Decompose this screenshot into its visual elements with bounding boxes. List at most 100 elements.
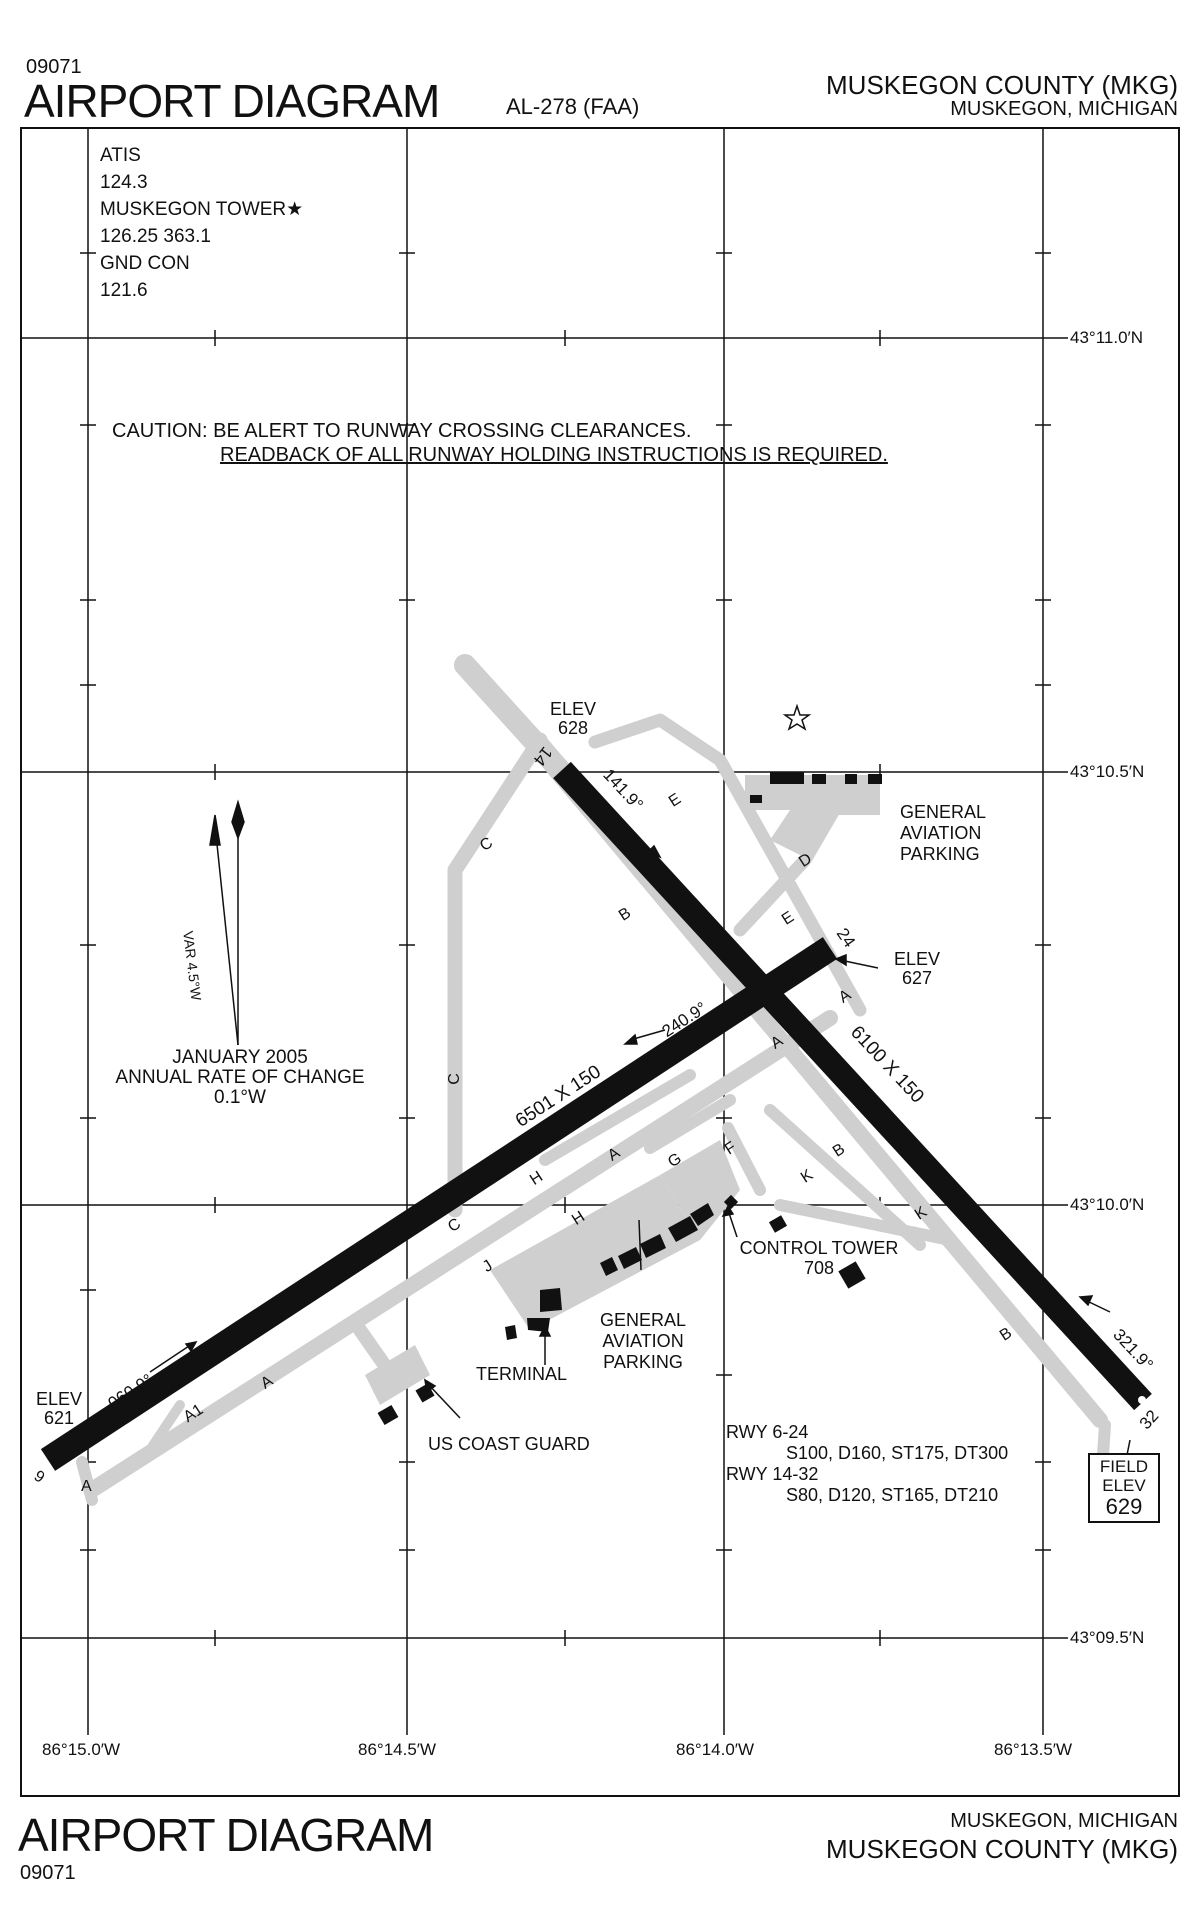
building-k <box>768 1215 788 1233</box>
taxiway-h <box>539 1069 696 1166</box>
building-ga-1 <box>770 772 804 784</box>
ga-parking-ne-line2: AVIATION <box>900 823 982 843</box>
taxiway-label-c-mid: C <box>445 1073 463 1085</box>
taxiway-f <box>722 1122 766 1196</box>
building-ga-3 <box>845 774 857 784</box>
magnetic-info: JANUARY 2005 ANNUAL RATE OF CHANGE 0.1°W <box>100 1048 380 1108</box>
strength-rwy1-label: RWY 6-24 <box>726 1422 809 1442</box>
terminal-label: TERMINAL <box>476 1364 568 1384</box>
ga-parking-ne-label: GENERAL AVIATION PARKING <box>900 802 986 865</box>
coast-guard-label: US COAST GUARD <box>428 1434 590 1454</box>
magnetic-north-arrow-icon <box>209 814 221 846</box>
magnetic-rate-label: ANNUAL RATE OF CHANGE <box>115 1067 365 1088</box>
rwy-6-elev-value: 621 <box>43 1408 75 1428</box>
apron-tower <box>660 1140 740 1240</box>
taxiway-k <box>764 1104 926 1251</box>
ga-parking-ne-line3: PARKING <box>900 844 980 864</box>
magnetic-arrows <box>209 799 245 1046</box>
lat-label-10-5: 43°10.5′N <box>1068 762 1147 782</box>
rwy-6-elevation: ELEV 621 <box>36 1390 82 1428</box>
hangar-3 <box>640 1234 666 1258</box>
field-elev-value: 629 <box>1105 1494 1143 1519</box>
taxiway-k-east <box>774 1199 956 1246</box>
lon-label-15-0: 86°15.0′W <box>42 1740 121 1759</box>
lat-label-11-0: 43°11.0′N <box>1068 328 1145 348</box>
lon-label-14-0: 86°14.0′W <box>676 1740 755 1759</box>
coast-guard-building-1 <box>377 1404 399 1426</box>
atis-label: ATIS <box>100 145 141 166</box>
magnetic-rate: 0.1°W <box>214 1087 266 1108</box>
atis-frequency: 124.3 <box>100 172 148 193</box>
hangar-5 <box>690 1203 714 1226</box>
magnetic-north-line <box>214 824 239 1046</box>
city-state: MUSKEGON, MICHIGAN <box>950 98 1178 120</box>
control-tower-elevation: 708 <box>803 1258 835 1278</box>
strength-rwy2-values: S80, D120, ST165, DT210 <box>786 1485 999 1505</box>
pointer-arrows <box>149 816 1131 1466</box>
beacon-star-icon <box>782 703 812 731</box>
lat-label-09-5: 43°09.5′N <box>1068 1628 1147 1648</box>
field-elev-line1: FIELD <box>1099 1457 1149 1476</box>
rwy-24-elevation: ELEV 627 <box>894 950 940 988</box>
footer-city-state: MUSKEGON, MICHIGAN <box>950 1810 1178 1832</box>
hangar-1 <box>600 1257 618 1276</box>
magnetic-date: JANUARY 2005 <box>172 1047 308 1068</box>
hangar-2 <box>618 1247 642 1269</box>
runway-14-extension <box>454 654 571 781</box>
frequency-panel: ATIS 124.3 MUSKEGON TOWER★ 126.25 363.1 … <box>100 142 303 304</box>
lon-label-13-5: 86°13.5′W <box>994 1740 1073 1759</box>
control-tower-label: CONTROL TOWER 708 <box>724 1238 914 1278</box>
al-number: AL-278 (FAA) <box>506 94 640 119</box>
runway-strength-table: RWY 6-24 S100, D160, ST175, DT300 RWY 14… <box>726 1422 1008 1506</box>
chart-title: AIRPORT DIAGRAM <box>24 75 440 127</box>
ga-parking-s-line1: GENERAL <box>600 1310 687 1330</box>
tower-frequency: 126.25 363.1 <box>100 226 211 247</box>
hangar-4 <box>668 1216 698 1242</box>
taxiway-a1 <box>145 1400 185 1455</box>
lon-label-14-5: 86°14.5′W <box>358 1740 437 1759</box>
coast-guard-apron <box>365 1345 430 1405</box>
field-elevation-box: FIELD ELEV 629 <box>1088 1453 1160 1523</box>
building-ga-5 <box>750 795 762 803</box>
rwy-24-elev-label: ELEV <box>894 949 941 969</box>
taxiway-label-a-end: A <box>81 1478 92 1495</box>
map-frame <box>20 127 1180 1797</box>
rwy-14-elev-value: 628 <box>557 718 589 738</box>
airport-name: MUSKEGON COUNTY (MKG) <box>826 70 1178 100</box>
footer-code: 09071 <box>20 1862 76 1884</box>
control-tower-name: CONTROL TOWER <box>739 1238 899 1258</box>
caution-line-1: CAUTION: BE ALERT TO RUNWAY CROSSING CLE… <box>112 420 692 442</box>
taxiway-a-south <box>87 1010 838 1496</box>
building-ga-4 <box>868 774 882 784</box>
runway-6-24 <box>40 937 838 1471</box>
ga-apron-south <box>490 1175 700 1330</box>
runways <box>40 761 1152 1471</box>
ga-parking-s-line3: PARKING <box>603 1352 683 1372</box>
footer-title: AIRPORT DIAGRAM <box>18 1809 434 1861</box>
footer-airport-name: MUSKEGON COUNTY (MKG) <box>826 1834 1178 1864</box>
taxiway-g <box>644 1094 736 1154</box>
taxiway-6-end <box>76 1456 98 1506</box>
rwy-14-elevation: ELEV 628 <box>550 700 596 738</box>
ga-parking-s-line2: AVIATION <box>602 1331 684 1351</box>
field-elev-line2: ELEV <box>1102 1476 1146 1495</box>
ga-parking-ne-line1: GENERAL <box>900 802 987 822</box>
taxiway-c <box>447 732 548 1218</box>
true-north-arrow-icon <box>231 799 245 841</box>
chart-code: 09071 <box>26 56 82 78</box>
runway-14-32 <box>553 761 1152 1411</box>
buildings <box>377 772 882 1426</box>
ground-frequency: 121.6 <box>100 280 148 301</box>
terminal-building <box>540 1288 562 1312</box>
tower-label: MUSKEGON TOWER★ <box>100 199 304 220</box>
rwy-14-elev-label: ELEV <box>550 699 597 719</box>
rwy-6-elev-label: ELEV <box>36 1389 83 1409</box>
ga-apron-ne <box>745 775 880 860</box>
building-e <box>838 1261 866 1289</box>
terminal-small <box>505 1325 517 1340</box>
caution-line-2: READBACK OF ALL RUNWAY HOLDING INSTRUCTI… <box>220 444 888 466</box>
building-ga-2 <box>812 774 826 784</box>
lat-label-10-0: 43°10.0′N <box>1068 1195 1147 1215</box>
strength-rwy1-values: S100, D160, ST175, DT300 <box>786 1443 1009 1463</box>
